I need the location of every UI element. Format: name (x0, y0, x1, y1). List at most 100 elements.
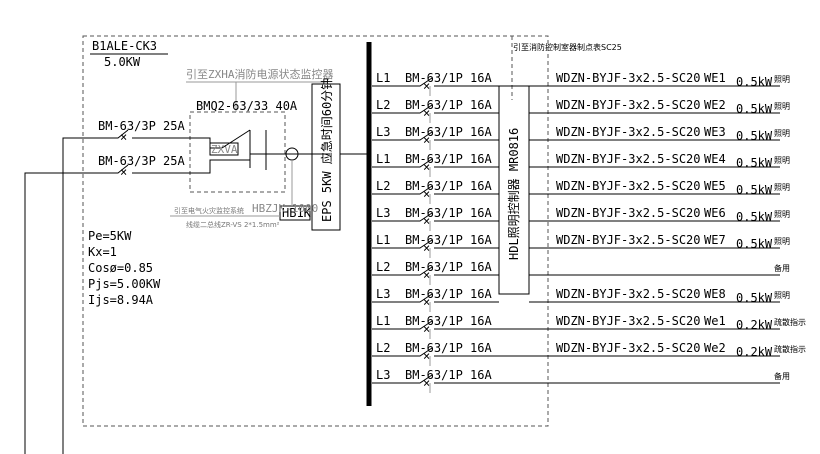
incoming-1-x: × (120, 130, 127, 144)
circuit-phase: L2 (376, 260, 390, 274)
circuit-breaker-x: × (423, 160, 430, 174)
fire-monitor-note: 引至ZXHA消防电源状态监控器 (186, 67, 334, 81)
circuit-breaker-x: × (423, 79, 430, 93)
circuit-breaker: BM-63/1P 16A (405, 98, 492, 112)
circuit-wire (372, 212, 499, 222)
circuit-breaker-x: × (423, 349, 430, 363)
hb-box (279, 205, 311, 221)
calc-pe: Pe=5KW (88, 229, 132, 243)
circuit-breaker: BM-63/1P 16A (405, 206, 492, 220)
circuit-id: We1 (704, 314, 726, 328)
circuit-breaker: BM-63/1P 16A (405, 368, 492, 382)
circuit-phase: L3 (376, 206, 390, 220)
eps-label: EPS 5KW 应急时间60分钟 (319, 78, 334, 222)
circuit-wire (372, 347, 780, 357)
circuit-phase: L3 (376, 287, 390, 301)
circuit-breaker-x: × (423, 214, 430, 228)
main-breaker-label: BMQ2-63/33 40A (196, 99, 298, 113)
hb-label: HB1K (282, 206, 312, 220)
circuit-use: 备用 (774, 371, 790, 381)
circuit-load: 0.5kW (736, 237, 773, 251)
circuit-wire (372, 77, 499, 87)
circuit-cable: WDZN-BYJF-3x2.5-SC20 (556, 125, 701, 139)
circuit-breaker-x: × (423, 106, 430, 120)
circuit-use: 照明 (774, 183, 790, 192)
circuit-breaker-x: × (423, 376, 430, 390)
circuit-cable: WDZN-BYJF-3x2.5-SC20 (556, 152, 701, 166)
circuit-id: WE5 (704, 179, 726, 193)
circuit-cable: WDZN-BYJF-3x2.5-SC20 (556, 206, 701, 220)
leak-cable: 线缆二总线ZR-VS 2*1.5mm² (186, 220, 280, 229)
circuit-breaker: BM-63/1P 16A (405, 233, 492, 247)
incoming-1-label: BM-63/3P 25A (98, 119, 185, 133)
circuit-use: 照明 (774, 129, 790, 138)
circuit-load: 0.5kW (736, 291, 773, 305)
circuit-wire (372, 374, 780, 384)
circuit-use: 照明 (774, 210, 790, 219)
circuit-breaker-x: × (423, 241, 430, 255)
circuit-cable: WDZN-BYJF-3x2.5-SC20 (556, 341, 701, 355)
incoming-2-wire (24, 159, 222, 454)
circuit-breaker: BM-63/1P 16A (405, 314, 492, 328)
circuit-breaker-x: × (423, 268, 430, 282)
fire-monitor-leader (186, 81, 328, 112)
circuit-cable: WDZN-BYJF-3x2.5-SC20 (556, 314, 701, 328)
circuit-cable: WDZN-BYJF-3x2.5-SC20 (556, 233, 701, 247)
circuit-load: 0.2kW (736, 345, 773, 359)
circuit-cable: WDZN-BYJF-3x2.5-SC20 (556, 179, 701, 193)
incoming-2-label: BM-63/3P 25A (98, 154, 185, 168)
circuit-wire (372, 158, 499, 168)
circuit-breaker: BM-63/1P 16A (405, 179, 492, 193)
panel-power: 5.0KW (104, 55, 141, 69)
circuit-use: 疏散指示 (774, 317, 806, 327)
calc-kx: Kx=1 (88, 245, 117, 259)
circuit-load: 0.2kW (736, 318, 773, 332)
circuit-wire (372, 131, 499, 141)
circuit-cable: WDZN-BYJF-3x2.5-SC20 (556, 287, 701, 301)
circuit-load: 0.5kW (736, 210, 773, 224)
calc-cos: Cosø=0.85 (88, 261, 153, 275)
leak-note: 引至电气火灾监控系统 (174, 206, 244, 215)
circuit-breaker: BM-63/1P 16A (405, 152, 492, 166)
circuit-wire (372, 239, 499, 249)
circuit-phase: L1 (376, 233, 390, 247)
incoming-2-x: × (120, 165, 127, 179)
circuit-id: WE7 (704, 233, 726, 247)
top-note: 引至消防控制室器制点表SC25 (513, 42, 622, 52)
circuit-use: 备用 (774, 263, 790, 273)
circuit-id: WE1 (704, 71, 726, 85)
panel-border (82, 35, 549, 427)
circuit-phase: L1 (376, 314, 390, 328)
calc-ijs: Ijs=8.94A (88, 293, 154, 307)
circuit-phase: L1 (376, 71, 390, 85)
circuit-breaker: BM-63/1P 16A (405, 71, 492, 85)
circuit-breaker-x: × (423, 133, 430, 147)
circuit-use: 照明 (774, 75, 790, 84)
circuit-wire (372, 320, 780, 330)
circuit-wire (372, 104, 499, 114)
hdl-label: HDL照明控制器 MR0816 (507, 128, 521, 260)
circuit-phase: L1 (376, 152, 390, 166)
panel-name: B1ALE-CK3 (92, 39, 157, 53)
circuit-load: 0.5kW (736, 156, 773, 170)
ats-switch (221, 129, 267, 170)
leak-device: HBZJK-1000 (252, 202, 318, 215)
hdl-box (498, 85, 530, 295)
circuit-wire (372, 185, 499, 195)
circuit-breaker: BM-63/1P 16A (405, 341, 492, 355)
circuit-wire (372, 293, 499, 303)
circuit-use: 照明 (774, 156, 790, 165)
